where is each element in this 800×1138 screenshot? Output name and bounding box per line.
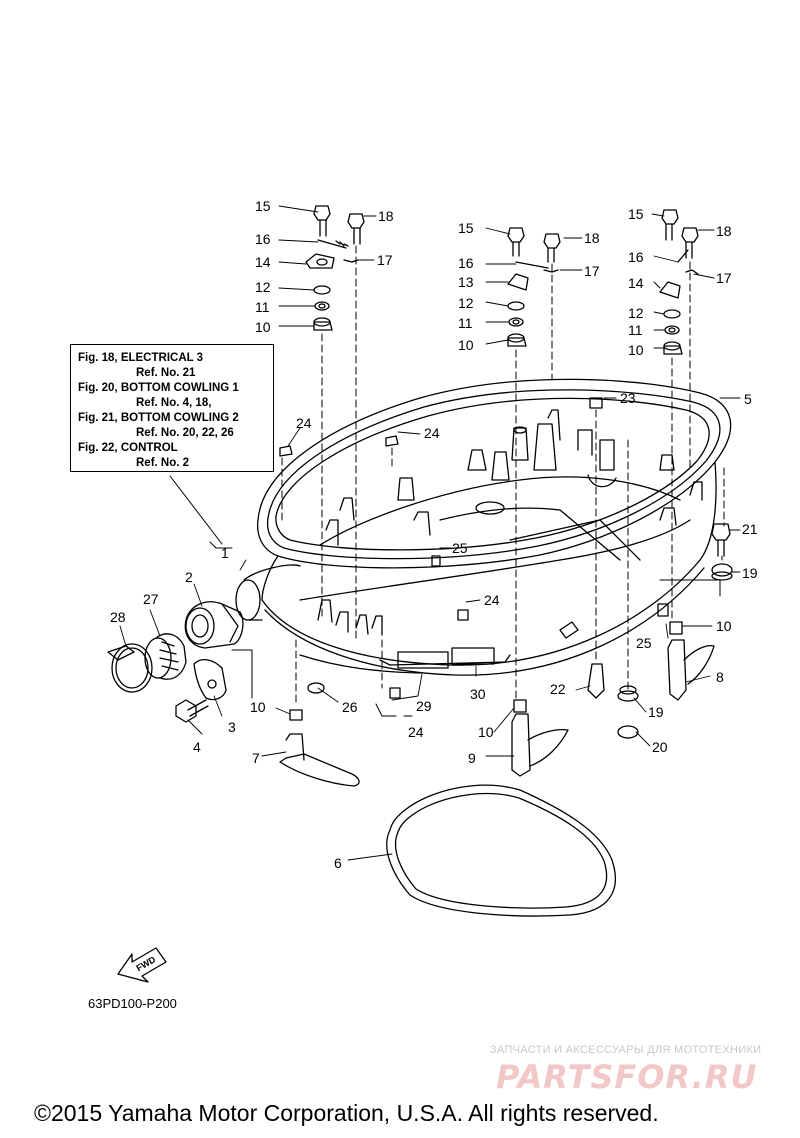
hardware-center-stack bbox=[507, 227, 561, 347]
callout-16-a: 16 bbox=[255, 231, 271, 247]
bolt-part bbox=[175, 699, 209, 723]
bracket-part bbox=[193, 658, 227, 701]
callout-24-c: 24 bbox=[484, 592, 500, 608]
callout-9: 9 bbox=[468, 750, 476, 766]
callout-16-b: 16 bbox=[458, 255, 474, 271]
callout-25-a: 25 bbox=[452, 540, 468, 556]
callout-4: 4 bbox=[193, 739, 201, 755]
callout-5: 5 bbox=[744, 391, 752, 407]
lever-8 bbox=[667, 639, 715, 701]
callout-21: 21 bbox=[742, 521, 758, 537]
bracket-lines bbox=[169, 475, 721, 717]
callout-28: 28 bbox=[110, 609, 126, 625]
fwd-label: FWD bbox=[135, 954, 158, 973]
grommet bbox=[235, 564, 301, 621]
holder-part bbox=[184, 601, 244, 649]
copyright-notice: ©2015 Yamaha Motor Corporation, U.S.A. A… bbox=[34, 1100, 659, 1126]
callout-20: 20 bbox=[652, 739, 668, 755]
callout-17-b: 17 bbox=[584, 263, 600, 279]
callout-12-b: 12 bbox=[458, 295, 474, 311]
callout-23: 23 bbox=[620, 390, 636, 406]
misc-hardware bbox=[279, 397, 733, 739]
callout-11-c: 11 bbox=[628, 322, 643, 338]
callout-10-c: 10 bbox=[628, 342, 644, 358]
callout-24-b: 24 bbox=[424, 425, 440, 441]
callout-6: 6 bbox=[334, 855, 342, 871]
ref-line-fig20: Fig. 20, BOTTOM COWLING 1 bbox=[78, 382, 239, 394]
callout-10-e: 10 bbox=[250, 699, 266, 715]
callout-30: 30 bbox=[470, 686, 486, 702]
callout-10-a: 10 bbox=[255, 319, 271, 335]
callout-16-c: 16 bbox=[628, 249, 644, 265]
ref-line-fig22: Fig. 22, CONTROL bbox=[78, 442, 178, 454]
lever-7 bbox=[279, 733, 360, 787]
watermark-logo: PARTSFOR.RU bbox=[496, 1058, 758, 1096]
callout-10-d: 10 bbox=[716, 618, 732, 634]
callouts: 1 2 3 4 5 6 7 8 9 10 10 10 10 10 10 11 1… bbox=[110, 198, 758, 973]
ref-line-fig21: Fig. 21, BOTTOM COWLING 2 bbox=[78, 412, 239, 424]
callout-15-a: 15 bbox=[255, 198, 271, 214]
callout-8: 8 bbox=[716, 669, 724, 685]
callout-3: 3 bbox=[228, 719, 236, 735]
callout-13: 13 bbox=[458, 274, 474, 290]
callout-10-f: 10 bbox=[478, 724, 494, 740]
callout-25-b: 25 bbox=[636, 635, 652, 651]
callout-24-a: 24 bbox=[296, 415, 312, 431]
ref-line-fig18-refno: Ref. No. 21 bbox=[136, 367, 196, 379]
leader-lines bbox=[119, 205, 741, 861]
fwd-arrow bbox=[117, 947, 167, 983]
callout-15-c: 15 bbox=[628, 206, 644, 222]
callout-18-b: 18 bbox=[584, 230, 600, 246]
callout-14-a: 14 bbox=[255, 254, 271, 270]
callout-17-a: 17 bbox=[377, 252, 393, 268]
callout-10-b: 10 bbox=[458, 337, 474, 353]
callout-14-b: 14 bbox=[628, 275, 644, 291]
hose-part bbox=[144, 633, 187, 680]
callout-11-b: 11 bbox=[458, 315, 473, 331]
hardware-right-stack bbox=[659, 209, 699, 355]
callout-12-c: 12 bbox=[628, 305, 644, 321]
ref-line-fig22-refno: Ref. No. 2 bbox=[136, 457, 190, 469]
callout-29: 29 bbox=[416, 698, 432, 714]
callout-24-d: 24 bbox=[408, 724, 424, 740]
callout-22: 22 bbox=[550, 681, 566, 697]
callout-26: 26 bbox=[342, 699, 358, 715]
ref-line-fig20-refno: Ref. No. 4, 18, bbox=[136, 397, 212, 409]
reference-box: Fig. 18, ELECTRICAL 3 Ref. No. 21 Fig. 2… bbox=[70, 344, 274, 472]
alignment-lines bbox=[281, 245, 725, 707]
callout-18-a: 18 bbox=[378, 208, 394, 224]
callout-27: 27 bbox=[143, 591, 159, 607]
diagram-code: 63PD100-P200 bbox=[88, 996, 177, 1011]
lever-9 bbox=[511, 713, 569, 777]
callout-17-c: 17 bbox=[716, 270, 732, 286]
callout-1: 1 bbox=[221, 545, 229, 561]
callout-19-a: 19 bbox=[742, 565, 758, 581]
callout-18-c: 18 bbox=[716, 223, 732, 239]
watermark-tagline: ЗАПЧАСТИ И АКСЕССУАРЫ ДЛЯ МОТОТЕХНИКИ bbox=[490, 1044, 762, 1056]
hardware-left-stack bbox=[305, 205, 365, 331]
seal-rubber bbox=[386, 784, 616, 917]
ref-line-fig21-refno: Ref. No. 20, 22, 26 bbox=[136, 427, 234, 439]
clamp-part bbox=[107, 643, 153, 693]
callout-15-b: 15 bbox=[458, 220, 474, 236]
callout-12-a: 12 bbox=[255, 279, 271, 295]
bottom-cowling bbox=[256, 378, 732, 676]
callout-2: 2 bbox=[185, 569, 193, 585]
ref-line-fig18: Fig. 18, ELECTRICAL 3 bbox=[78, 352, 204, 364]
callout-7: 7 bbox=[252, 750, 260, 766]
callout-11-a: 11 bbox=[255, 299, 270, 315]
callout-19-b: 19 bbox=[648, 704, 664, 720]
